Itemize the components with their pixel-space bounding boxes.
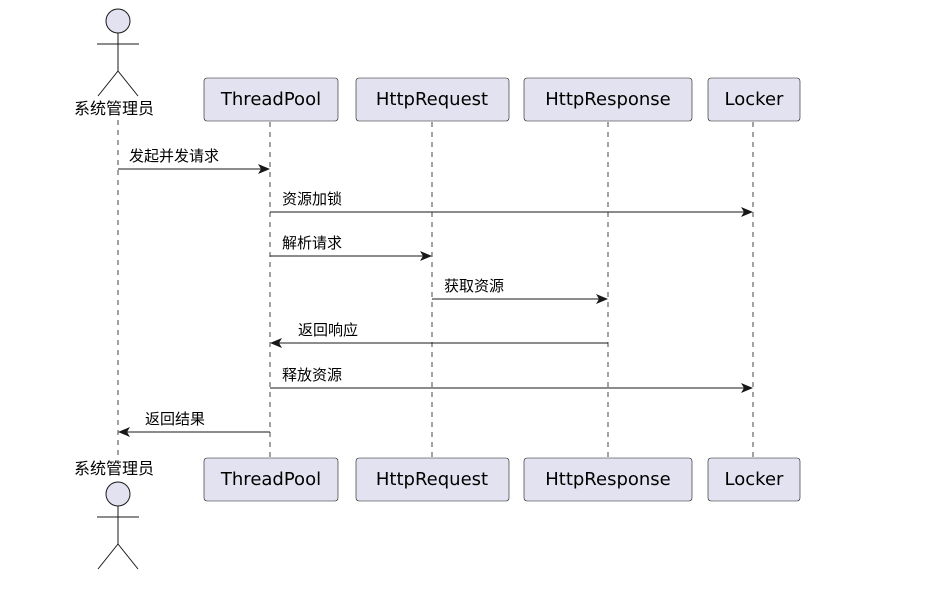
stick-figure-actor-icon bbox=[97, 481, 139, 570]
participant-locker-top: Locker bbox=[707, 77, 801, 122]
participant-httprequest-top: HttpRequest bbox=[355, 77, 510, 122]
actor-label-top: 系统管理员 bbox=[74, 99, 154, 118]
right-margin bbox=[820, 0, 933, 590]
message-label: 资源加锁 bbox=[282, 190, 342, 208]
message-5: 返回响应 bbox=[270, 321, 608, 348]
message-7: 返回结果 bbox=[118, 410, 270, 437]
participant-label: ThreadPool bbox=[220, 469, 321, 490]
participant-label: HttpResponse bbox=[545, 469, 671, 490]
participant-label: Locker bbox=[725, 89, 784, 110]
participant-httpresponse-bottom: HttpResponse bbox=[523, 457, 693, 502]
participant-threadpool-bottom: ThreadPool bbox=[203, 457, 339, 502]
message-label: 返回结果 bbox=[145, 410, 205, 428]
actor-top: 系统管理员 bbox=[74, 8, 154, 118]
message-4: 获取资源 bbox=[432, 277, 608, 304]
participant-label: Locker bbox=[725, 469, 784, 490]
message-2: 资源加锁 bbox=[270, 190, 753, 217]
participant-label: HttpRequest bbox=[376, 469, 488, 490]
message-3: 解析请求 bbox=[270, 234, 432, 261]
message-6: 释放资源 bbox=[270, 366, 753, 393]
bottom-margin bbox=[0, 572, 933, 590]
message-1: 发起并发请求 bbox=[118, 147, 270, 174]
stick-figure-actor-icon bbox=[97, 8, 139, 97]
sequence-diagram: 系统管理员 系统管理员 ThreadPool HttpRequest HttpR… bbox=[74, 8, 801, 570]
actor-label-bottom: 系统管理员 bbox=[74, 459, 154, 478]
message-label: 返回响应 bbox=[298, 321, 358, 339]
message-label: 获取资源 bbox=[444, 277, 504, 295]
participant-label: HttpResponse bbox=[545, 89, 671, 110]
message-label: 解析请求 bbox=[282, 234, 342, 252]
participant-label: ThreadPool bbox=[220, 89, 321, 110]
participant-httprequest-bottom: HttpRequest bbox=[355, 457, 510, 502]
participant-locker-bottom: Locker bbox=[707, 457, 801, 502]
actor-bottom: 系统管理员 bbox=[74, 459, 154, 570]
participant-threadpool-top: ThreadPool bbox=[203, 77, 339, 122]
message-label: 释放资源 bbox=[282, 366, 342, 384]
participant-httpresponse-top: HttpResponse bbox=[523, 77, 693, 122]
message-label: 发起并发请求 bbox=[129, 147, 219, 165]
participant-label: HttpRequest bbox=[376, 89, 488, 110]
